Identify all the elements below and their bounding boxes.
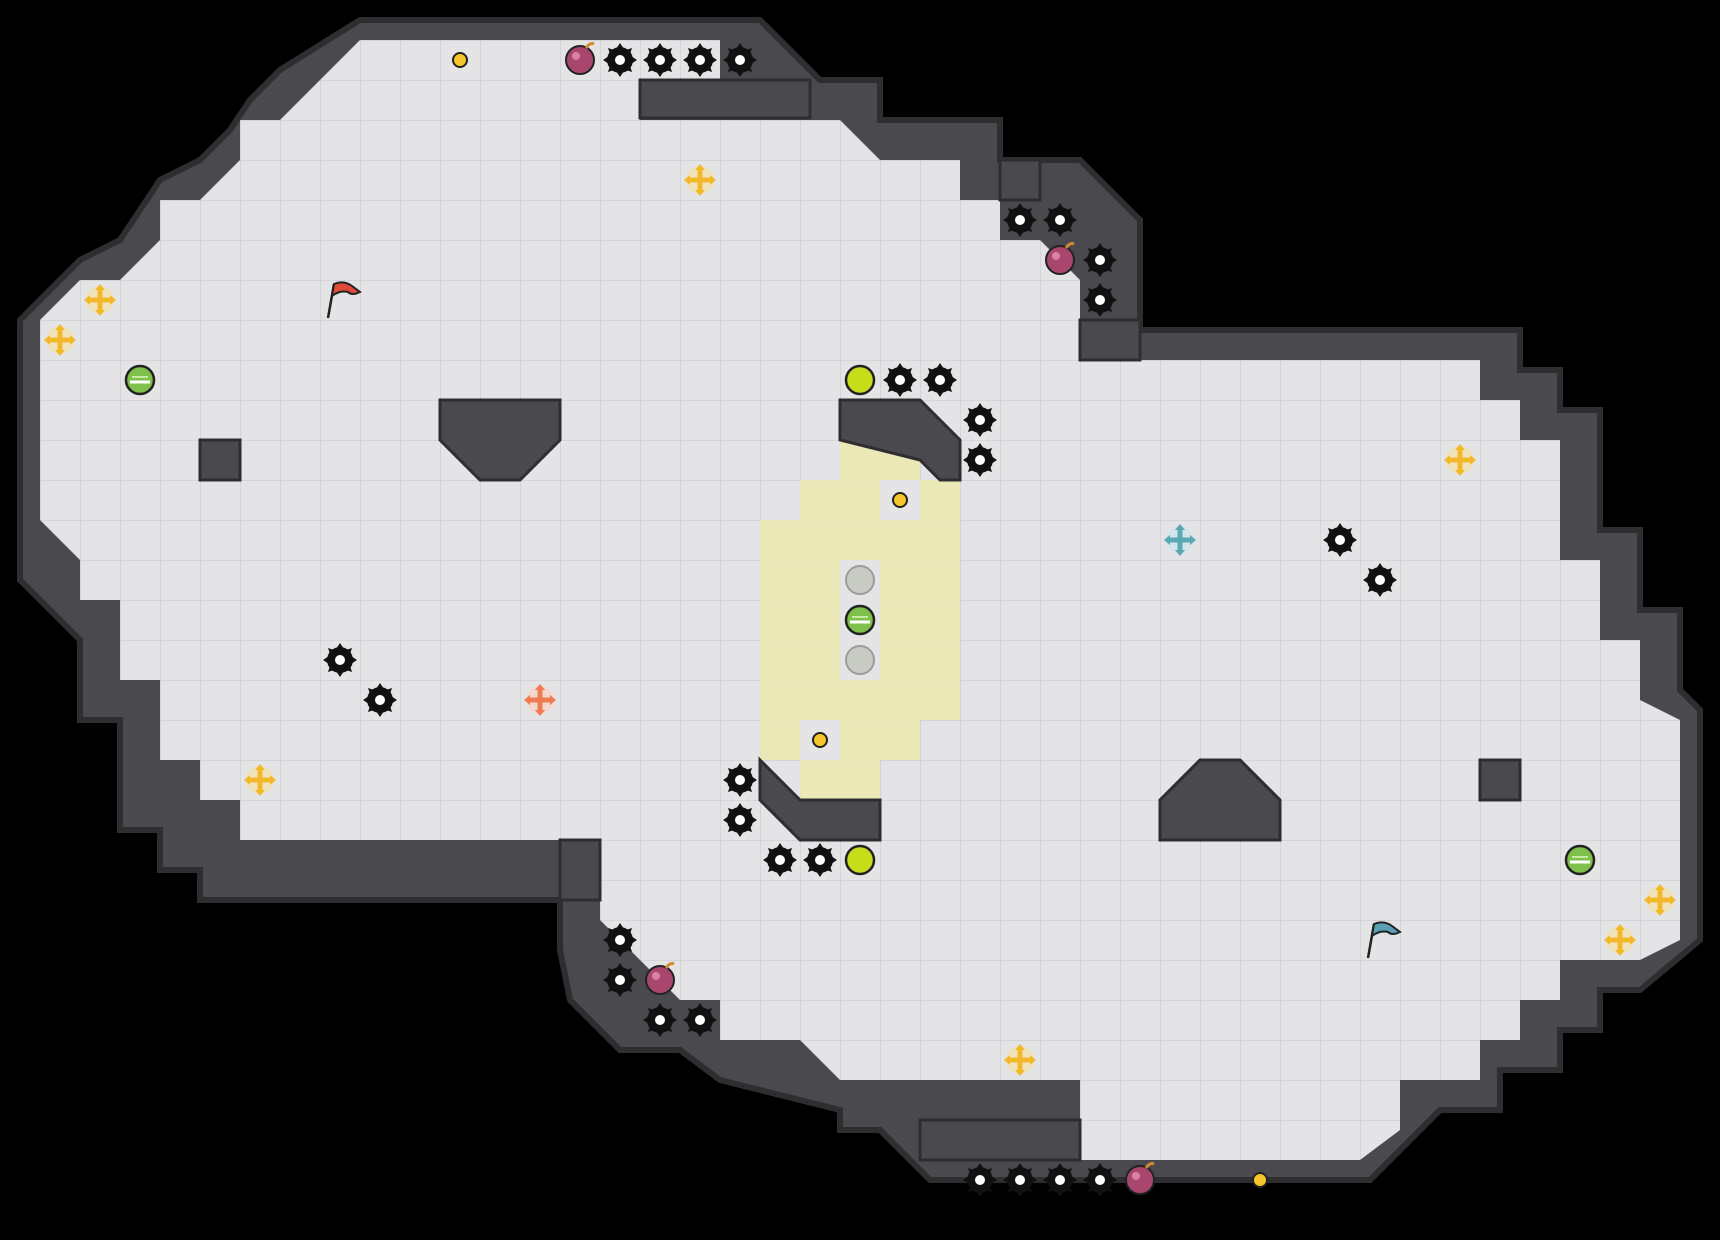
spike-icon — [723, 803, 757, 837]
spike-icon — [1043, 203, 1077, 237]
spike-icon — [643, 43, 677, 77]
spike-icon — [923, 363, 957, 397]
spike-icon — [723, 763, 757, 797]
spike-icon — [963, 403, 997, 437]
spike-icon — [683, 43, 717, 77]
spike-icon — [1043, 1163, 1077, 1197]
spike-icon — [323, 643, 357, 677]
boost-pad-icon — [892, 492, 908, 508]
inactive-portal-icon — [845, 565, 875, 595]
spike-icon — [763, 843, 797, 877]
button-icon — [844, 364, 876, 396]
spike-icon — [643, 1003, 677, 1037]
spike-icon — [803, 843, 837, 877]
spike-icon — [1083, 1163, 1117, 1197]
powerup-icon — [1564, 844, 1596, 876]
spike-icon — [1083, 243, 1117, 277]
spike-icon — [363, 683, 397, 717]
red-flag-icon — [326, 281, 362, 319]
spike-icon — [603, 923, 637, 957]
button-icon — [844, 844, 876, 876]
blue-flag-icon — [1366, 921, 1402, 959]
spike-icon — [603, 963, 637, 997]
spike-icon — [1083, 283, 1117, 317]
spike-icon — [1003, 1163, 1037, 1197]
powerup-icon — [844, 604, 876, 636]
boost-pad-icon — [812, 732, 828, 748]
spike-icon — [963, 1163, 997, 1197]
boost-pad-icon — [1252, 1172, 1268, 1188]
inactive-portal-icon — [845, 645, 875, 675]
spike-icon — [883, 363, 917, 397]
powerup-icon — [124, 364, 156, 396]
inner-walls — [198, 78, 1522, 1162]
spike-icon — [1323, 523, 1357, 557]
spike-icon — [963, 443, 997, 477]
spike-icon — [1003, 203, 1037, 237]
spike-icon — [1363, 563, 1397, 597]
spike-icon — [723, 43, 757, 77]
boost-pad-icon — [452, 52, 468, 68]
spike-icon — [603, 43, 637, 77]
spike-icon — [683, 1003, 717, 1037]
